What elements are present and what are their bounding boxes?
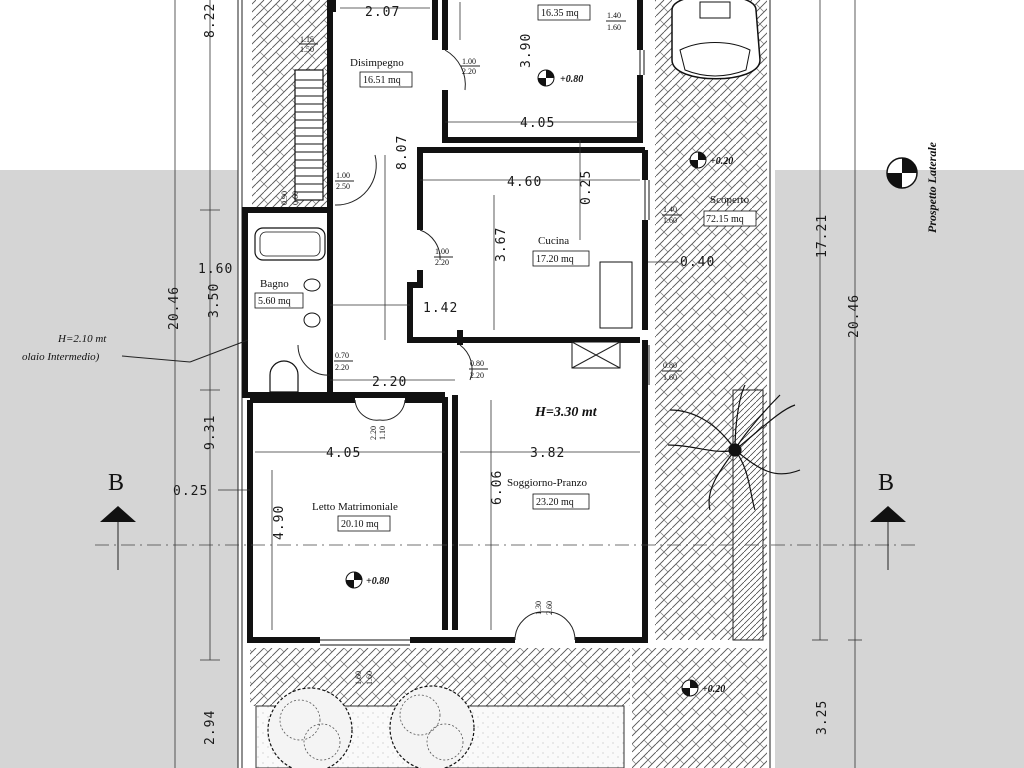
walls [242, 0, 648, 643]
dim-142: 1.42 [423, 301, 458, 316]
dim-606: 6.06 [490, 470, 505, 505]
solaio-note: olaio Intermedio) [22, 351, 100, 363]
opening-w8-width: 0.70 [335, 351, 349, 360]
shrub-1 [267, 687, 353, 768]
palm-tree [667, 384, 801, 511]
car [671, 0, 761, 80]
dim-220: 2.20 [372, 375, 407, 390]
opening-w2-width: 1.00 [462, 57, 476, 66]
opening-w5-height: 0.60 [291, 191, 300, 205]
staircase [294, 69, 324, 201]
opening-w10-height: 1.60 [663, 373, 677, 382]
level-marker-scoperto [689, 151, 707, 169]
soggiorno-height: H=3.30 mt [534, 405, 598, 420]
dim-367: 3.67 [494, 227, 509, 262]
dim-025-mid: 0.25 [579, 170, 594, 205]
dim-390: 3.90 [519, 33, 534, 68]
opening-w12-height: 2.60 [545, 601, 554, 615]
opening-w3-width: 1.40 [607, 11, 621, 20]
top-room-level: +0.80 [560, 74, 583, 85]
opening-w2-height: 2.20 [462, 67, 476, 76]
dim-2046-left: 20.46 [167, 286, 182, 330]
level-marker-top [537, 69, 555, 87]
opening-w13-width: 1.60 [365, 671, 374, 685]
background-band-left [0, 170, 238, 768]
disimpegno-area: 16.51 mq [363, 75, 401, 86]
right-garden-path [632, 648, 767, 768]
dim-207: 2.07 [365, 5, 400, 20]
bagno-label: Bagno [260, 278, 289, 290]
opening-w9-width: 0.80 [470, 359, 484, 368]
opening-w3-height: 1.60 [607, 23, 621, 32]
opening-w11-width: 1.10 [378, 426, 387, 440]
section-label-right: B [878, 470, 894, 496]
dim-807: 8.07 [395, 135, 410, 170]
opening-w6-height: 1.60 [663, 216, 677, 225]
opening-w4-width: 1.00 [336, 171, 350, 180]
opening-w4-height: 2.50 [336, 182, 350, 191]
dim-931: 9.31 [203, 415, 218, 450]
disimpegno-label: Disimpegno [350, 57, 404, 69]
dim-160: 1.60 [198, 262, 233, 277]
opening-w11-height: 2.20 [369, 426, 378, 440]
dim-1721: 17.21 [815, 214, 830, 258]
soggiorno-area: 23.20 mq [536, 497, 574, 508]
scoperto-level: +0.20 [710, 156, 733, 167]
height-note: H=2.10 mt [57, 333, 107, 345]
letto-level: +0.80 [366, 576, 389, 587]
shrub-2 [389, 685, 475, 768]
dim-325: 3.25 [815, 700, 830, 735]
level-marker-letto [345, 571, 363, 589]
letto-area: 20.10 mq [341, 519, 379, 530]
sink [269, 360, 299, 393]
opening-w7-width: 1.00 [435, 247, 449, 256]
bagno-area: 5.60 mq [258, 296, 291, 307]
opening-w1-height: 1.50 [300, 45, 314, 54]
cucina-area: 17.20 mq [536, 254, 574, 265]
bathtub [254, 227, 326, 261]
opening-w8-height: 2.20 [335, 363, 349, 372]
scoperto-area: 72.15 mq [706, 214, 744, 225]
cucina-label: Cucina [538, 235, 569, 247]
dim-025-left: 0.25 [173, 484, 208, 499]
dim-460: 4.60 [507, 175, 542, 190]
soggiorno-label: Soggiorno-Pranzo [507, 477, 588, 489]
background-band-right [775, 170, 1024, 768]
dim-040: 0.40 [680, 255, 715, 270]
opening-w10-width: 0.80 [663, 361, 677, 370]
north-symbol [886, 157, 918, 189]
opening-w13-height: 1.60 [354, 671, 363, 685]
opening-w7-height: 2.20 [435, 258, 449, 267]
scoperto-label: Scoperto [710, 194, 750, 206]
dim-2046-right: 20.46 [847, 294, 862, 338]
section-arrow-right [870, 506, 906, 522]
opening-w9-height: 2.20 [470, 371, 484, 380]
top-room-area: 16.35 mq [541, 8, 579, 19]
dim-405-top: 4.05 [520, 116, 555, 131]
level-marker-garden [681, 679, 699, 697]
section-label-left: B [108, 470, 124, 496]
opening-w1-width: 1.15 [300, 35, 314, 44]
dim-490: 4.90 [272, 505, 287, 540]
kitchen-counter [599, 261, 633, 329]
dim-350: 3.50 [207, 283, 222, 318]
garden-level: +0.20 [702, 684, 725, 695]
letto-label: Letto Matrimoniale [312, 501, 398, 513]
dim-294: 2.94 [203, 710, 218, 745]
section-arrow-left [100, 506, 136, 522]
opening-w5-width: 0.90 [280, 191, 289, 205]
dim-405-bed: 4.05 [326, 446, 361, 461]
opening-w12-width: 1.30 [534, 601, 543, 615]
toilet [303, 278, 321, 328]
dim-382: 3.82 [530, 446, 565, 461]
planter-strip [732, 389, 764, 641]
opening-w6-width: 1.40 [663, 205, 677, 214]
dim-822: 8.22 [203, 3, 218, 38]
prospetto-laterale-label: Prospetto Laterale [925, 141, 939, 233]
